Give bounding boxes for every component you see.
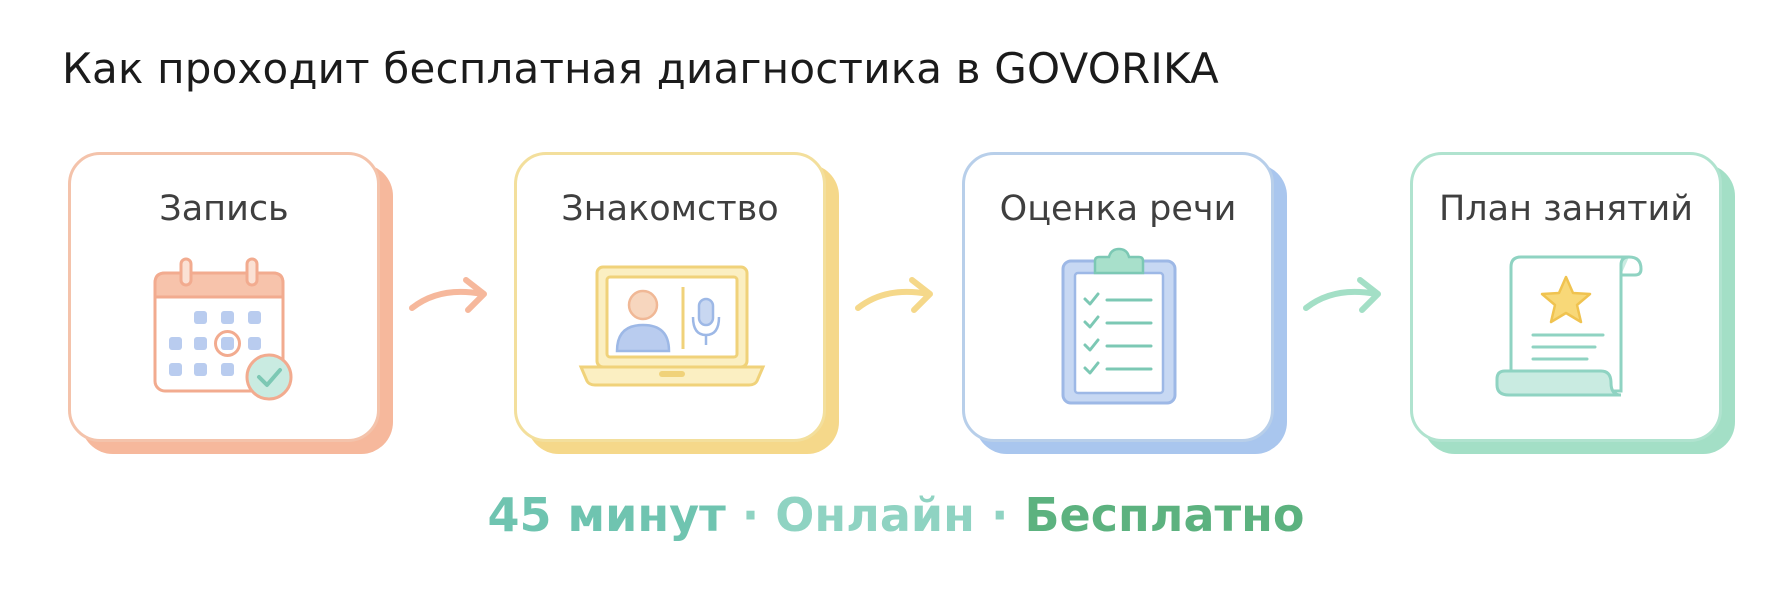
step-label: Запись	[159, 189, 289, 229]
separator-dot: ·	[741, 488, 760, 542]
step-label: План занятий	[1438, 189, 1694, 229]
page-title: Как проходит бесплатная диагностика в GO…	[62, 44, 1219, 93]
laptop-video-call-icon	[578, 265, 766, 387]
step-card-lesson-plan: План занятий	[1410, 152, 1722, 442]
step-label: Оценка речи	[999, 189, 1237, 229]
arrow-right-icon	[409, 277, 487, 313]
step-card-introduction: Знакомство	[514, 152, 826, 442]
step-card-speech-assessment: Оценка речи	[962, 152, 1274, 442]
step-card-registration: Запись	[68, 152, 380, 442]
duration-text: 45 минут	[487, 488, 726, 542]
separator-dot: ·	[990, 488, 1009, 542]
footer-summary: 45 минут · Онлайн · Бесплатно	[0, 488, 1792, 542]
scroll-star-icon	[1495, 255, 1643, 397]
format-text: Онлайн	[775, 488, 975, 542]
price-text: Бесплатно	[1024, 488, 1305, 542]
step-label: Знакомство	[561, 189, 779, 229]
arrow-right-icon	[855, 277, 933, 313]
clipboard-checklist-icon	[1061, 247, 1177, 405]
calendar-check-icon	[153, 257, 293, 401]
arrow-right-icon	[1303, 277, 1381, 313]
